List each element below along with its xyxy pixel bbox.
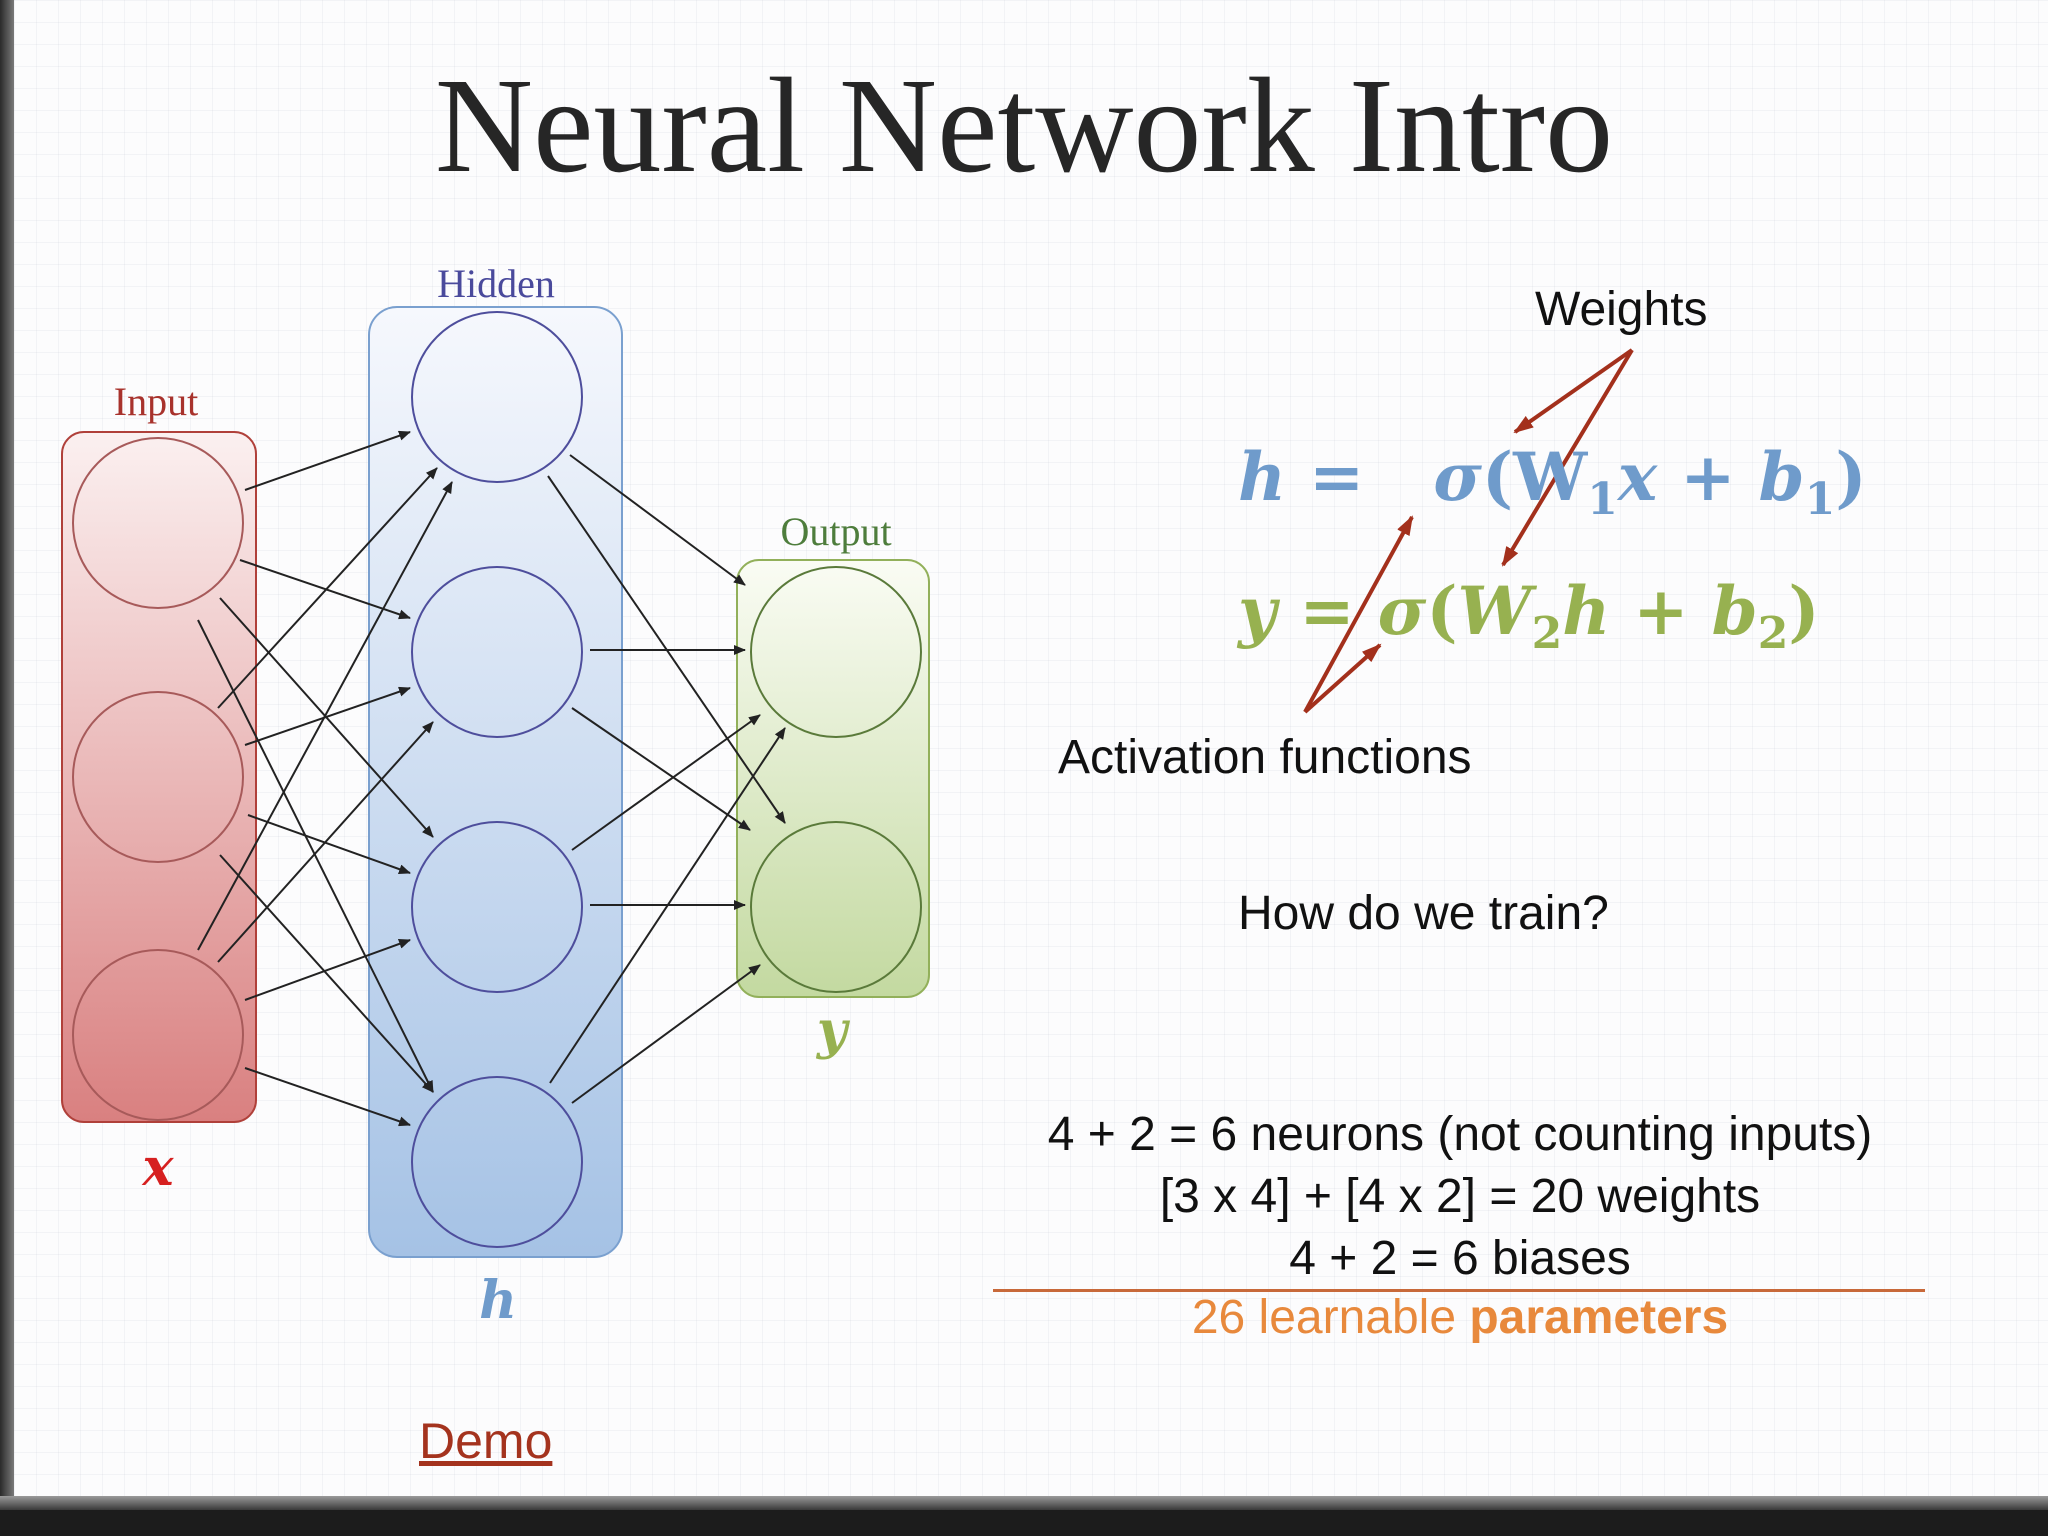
weights-label: Weights xyxy=(1535,283,1708,336)
eq2-bias-sub: 2 xyxy=(1757,608,1789,660)
slide-shadow-left xyxy=(0,0,14,1510)
sum-divider xyxy=(993,1289,1925,1292)
hidden-output-connections xyxy=(547,454,786,1104)
eq1-weight: W xyxy=(1513,438,1588,516)
eq1-equals: = xyxy=(1308,438,1365,516)
hidden-layer-equation: h = σ(W1x + b1) xyxy=(1238,438,1867,525)
eq1-sigma: σ xyxy=(1433,438,1482,516)
eq1-var: x xyxy=(1617,438,1658,516)
hidden-symbol: h xyxy=(479,1270,517,1331)
hidden-neurons xyxy=(411,311,583,1248)
input-hidden-connections xyxy=(197,430,453,1127)
eq1-plus: + xyxy=(1680,438,1736,516)
input-neuron xyxy=(72,691,244,863)
eq2-lhs: y xyxy=(1238,572,1277,650)
total-prefix: 26 learnable xyxy=(1191,1291,1470,1344)
output-layer-label: Output xyxy=(780,509,891,554)
parameter-stats: 4 + 2 = 6 neurons (not counting inputs) … xyxy=(995,1104,1925,1290)
slide-title: Neural Network Intro xyxy=(434,51,1614,201)
input-neuron xyxy=(72,949,244,1121)
input-symbol: x xyxy=(141,1137,174,1198)
eq1-weight-sub: 1 xyxy=(1587,474,1618,526)
eq1-bias-sub: 1 xyxy=(1804,474,1836,526)
output-neurons xyxy=(750,566,922,993)
eq2-var: h xyxy=(1562,572,1611,650)
activation-arrow-sigma2 xyxy=(1303,643,1382,714)
activation-functions-label: Activation functions xyxy=(1058,731,1472,784)
hidden-neuron xyxy=(411,311,583,483)
hidden-neuron xyxy=(411,1076,583,1248)
output-layer-equation: y = σ(W2h + b2) xyxy=(1238,572,1820,659)
weights-arrow-w2 xyxy=(1501,348,1634,567)
input-neurons xyxy=(72,437,244,1121)
eq2-equals: = xyxy=(1299,572,1355,650)
activation-arrow-sigma1 xyxy=(1303,515,1414,713)
output-neuron xyxy=(750,566,922,738)
bias-count-line: 4 + 2 = 6 biases xyxy=(1289,1232,1631,1285)
eq2-open: ( xyxy=(1426,572,1458,650)
neuron-count-line: 4 + 2 = 6 neurons (not counting inputs) xyxy=(1047,1108,1873,1161)
training-question: How do we train? xyxy=(1238,887,1609,940)
hidden-neuron xyxy=(411,821,583,993)
eq2-plus: + xyxy=(1633,572,1689,650)
annotation-arrows xyxy=(1303,348,1634,714)
learnable-parameters-total: 26 learnable parameters xyxy=(995,1290,1925,1345)
input-layer-label: Input xyxy=(114,379,198,424)
eq1-close: ) xyxy=(1835,438,1867,516)
slide-shadow-bottom xyxy=(0,1496,2048,1510)
input-layer-box xyxy=(61,431,257,1123)
weights-arrow-w1 xyxy=(1513,348,1634,434)
total-bold-word: parameters xyxy=(1469,1291,1729,1344)
output-symbol: y xyxy=(816,1000,851,1061)
eq1-bias: b xyxy=(1758,438,1805,516)
eq1-lhs: h xyxy=(1238,438,1286,516)
demo-link[interactable]: Demo xyxy=(419,1413,553,1469)
weight-count-line: [3 x 4] + [4 x 2] = 20 weights xyxy=(1159,1170,1761,1223)
hidden-neuron xyxy=(411,566,583,738)
eq2-bias: b xyxy=(1711,572,1758,650)
eq1-open: ( xyxy=(1481,438,1514,516)
output-neuron xyxy=(750,821,922,993)
eq2-weight: W xyxy=(1457,572,1532,650)
eq2-close: ) xyxy=(1788,572,1820,650)
eq2-sigma: σ xyxy=(1377,572,1427,650)
output-layer-box xyxy=(736,559,930,998)
hidden-layer-label: Hidden xyxy=(437,261,555,306)
eq2-weight-sub: 2 xyxy=(1531,608,1563,660)
hidden-layer-box xyxy=(368,306,623,1258)
input-neuron xyxy=(72,437,244,609)
